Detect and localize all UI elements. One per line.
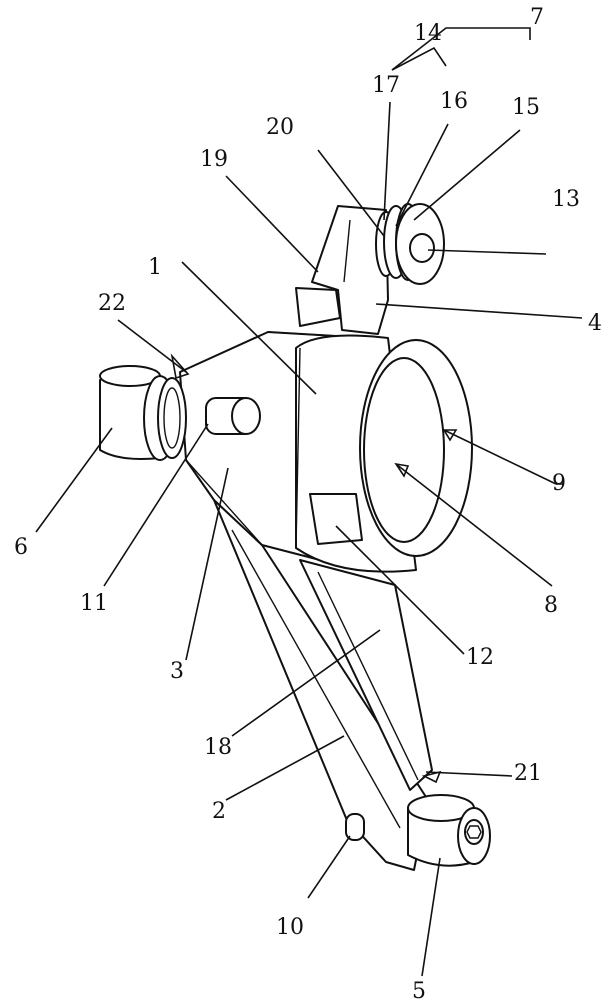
arrow-8 [394,462,410,478]
label-1: 1 [148,255,162,280]
leader-16 [395,123,449,227]
number-labels: 1 2 3 4 5 6 7 8 9 10 11 12 13 14 15 16 1… [14,5,602,1000]
label-13: 13 [552,187,580,212]
leader-2 [225,735,345,801]
label-19: 19 [200,147,228,172]
leader-13 [427,249,547,255]
label-15: 15 [512,95,540,120]
label-11: 11 [80,591,108,616]
leader-18 [231,629,381,737]
leader-5 [421,857,441,977]
pin-11 [205,397,261,435]
pin-10 [345,813,365,841]
leader-6 [35,427,113,533]
label-7: 7 [530,5,544,30]
leader-14 [391,46,447,71]
leader-22 [117,319,187,373]
leader-1 [181,261,317,395]
label-17: 17 [372,73,400,98]
label-12: 12 [466,645,494,670]
leader-9 [443,429,557,485]
label-5: 5 [412,979,426,1000]
leader-8 [395,463,553,587]
block-12 [309,493,363,545]
label-16: 16 [440,89,468,114]
label-10: 10 [276,915,304,940]
lower-arm [213,499,433,871]
label-4: 4 [588,311,602,336]
arrow-21 [421,770,442,784]
label-22: 22 [98,291,126,316]
leader-11 [103,423,209,587]
label-21: 21 [514,761,542,786]
leader-20 [317,149,385,237]
leader-12 [335,525,465,655]
leader-19 [225,175,319,273]
leader-4 [375,303,583,319]
leader-17 [383,101,391,221]
arrow-9 [442,429,458,442]
label-2: 2 [212,799,226,824]
label-6: 6 [14,535,28,560]
bearing-6 [99,365,187,461]
arrow-22 [170,353,190,380]
leader-lines [35,27,583,977]
leader-7 [391,27,531,71]
label-8: 8 [544,593,558,618]
label-3: 3 [170,659,184,684]
label-20: 20 [266,115,294,140]
label-18: 18 [204,735,232,760]
roller-assembly [375,203,445,285]
leader-3 [185,467,229,661]
leader-15 [413,129,521,221]
bearing-5 [407,794,491,867]
label-14: 14 [414,21,442,46]
upper-plate [295,205,389,335]
label-9: 9 [552,471,566,496]
leader-10 [307,835,351,899]
